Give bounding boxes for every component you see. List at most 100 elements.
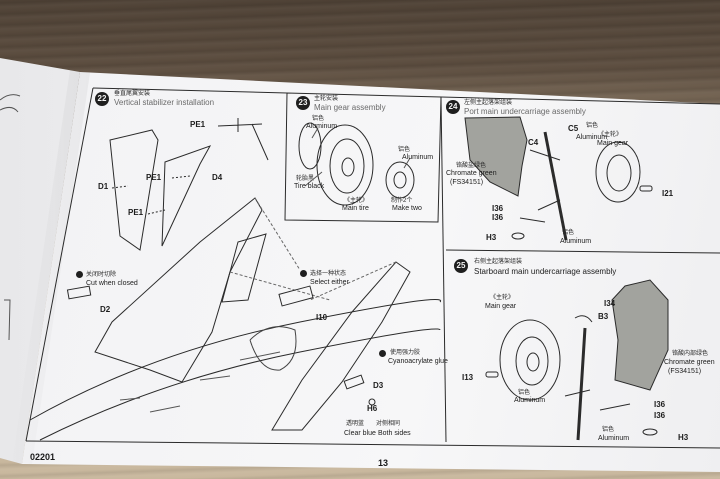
label-b3: B3 (598, 312, 609, 321)
step23-leader-lines (304, 127, 411, 187)
tire-black-en: Tire black (294, 183, 325, 190)
step23-title-en: Main gear assembly (314, 103, 386, 112)
step25-label-h3: H3 (678, 433, 689, 442)
step25-alu2-cn: 铝色 (602, 427, 615, 433)
step23-title-cn: 主轮安装 (314, 96, 339, 102)
glue-note-cn: 使用强力胶 (390, 350, 421, 356)
wheel-hub-right (385, 161, 415, 199)
step25-main-gear-cn: 《主轮》 (490, 295, 515, 301)
label-i21: I21 (662, 189, 674, 198)
step25-number: 25 (454, 259, 468, 273)
step24-title-en: Port main undercarriage assembly (464, 107, 586, 116)
starboard-main-wheel-hub (526, 352, 540, 372)
c5-alu-en: Aluminum (576, 134, 608, 141)
main-tire-en: Main tire (342, 205, 369, 212)
select-note-icon (300, 270, 307, 277)
label-h6: H6 (367, 404, 378, 413)
part-i21 (639, 185, 653, 192)
step24-main-gear-cn: 《主轮》 (598, 132, 623, 138)
step25-label-i36-b: I36 (654, 411, 666, 420)
label-i13: I13 (462, 373, 474, 382)
port-gear-strut-detail (519, 149, 561, 223)
frame-step23 (284, 92, 442, 223)
starboard-main-wheel-inner (515, 336, 549, 386)
cut-when-closed-part (66, 285, 92, 300)
frame-bottom (25, 440, 720, 449)
part-i13 (485, 371, 499, 378)
pe1-leader-lines (111, 175, 191, 215)
part-h3-port (511, 232, 525, 240)
port-main-wheel-inner (606, 154, 632, 192)
step23-number: 23 (296, 96, 310, 110)
step22-number: 22 (95, 92, 109, 106)
frame-divider-horizontal (445, 249, 720, 254)
page-number: 13 (378, 458, 389, 468)
step24-green-fs: (FS34151) (450, 179, 484, 186)
glue-note-en: Cyanoacrylate glue (388, 358, 448, 365)
select-note-en: Select either (310, 279, 349, 286)
step23-alu1-en: Aluminum (306, 123, 338, 130)
step24-green-en: Chromate green (446, 170, 497, 177)
label-d4: D4 (212, 173, 223, 182)
step24-alu-cn: 铝色 (562, 230, 575, 236)
step24-label-i36-a: I36 (492, 204, 504, 213)
main-tire-outer (316, 124, 374, 206)
step23-alu1-cn: 铝色 (312, 116, 325, 122)
assembly-guide-lines (229, 197, 397, 301)
label-d3: D3 (373, 381, 384, 390)
make-two-en: Make two (392, 205, 422, 212)
step24-label-h3: H3 (486, 233, 497, 242)
label-d1: D1 (98, 182, 109, 191)
label-i10: I10 (316, 313, 328, 322)
step22-title-en: Vertical stabilizer installation (114, 98, 215, 107)
both-sides-cn: 对侧相同 (376, 421, 401, 427)
fuselage-outline (29, 299, 442, 441)
cut-note-en: Cut when closed (86, 280, 138, 287)
step24-title-cn: 左侧主起落架组装 (464, 100, 513, 106)
cut-note-icon (76, 271, 83, 278)
port-gear-strut (543, 131, 568, 241)
clear-blue-en: Clear blue (344, 430, 376, 437)
starboard-main-wheel (499, 319, 561, 401)
starboard-gear-door (611, 279, 669, 391)
vertical-fin-upper (221, 233, 267, 303)
label-c4: C4 (528, 138, 539, 147)
step25-alu1-en: Aluminum (514, 397, 546, 404)
pe1-top-part (217, 118, 269, 161)
step24-label-i36-b: I36 (492, 213, 504, 222)
port-gear-door (464, 116, 528, 197)
label-pe1-low: PE1 (128, 208, 144, 217)
part-h6 (368, 398, 376, 406)
part-h3-starboard (642, 428, 658, 436)
label-pe1-top: PE1 (190, 120, 206, 129)
clear-blue-cn: 透明蓝 (346, 421, 365, 427)
step24-number: 24 (446, 100, 460, 114)
step24-main-gear-en: Main gear (597, 140, 629, 147)
port-main-wheel (595, 141, 641, 203)
stabilizer-part-d4 (161, 145, 212, 247)
label-c5: C5 (568, 124, 579, 133)
fuselage-panel-lines (119, 351, 281, 413)
step25-title-en: Starboard main undercarriage assembly (474, 267, 617, 276)
part-i10 (278, 285, 314, 307)
step25-alu2-en: Aluminum (598, 435, 630, 442)
step25-label-i36-a: I36 (654, 400, 666, 409)
label-pe1-mid: PE1 (146, 173, 162, 182)
step25-green-fs: (FS34151) (668, 368, 702, 375)
step22-title-cn: 垂直尾翼安装 (114, 91, 151, 97)
vertical-fin-d2 (94, 197, 263, 383)
frame-left (25, 87, 94, 442)
label-i34: I34 (604, 299, 616, 308)
step23-alu2-en: Aluminum (402, 154, 434, 161)
main-tire-inner (329, 138, 365, 194)
stabilizer-part-d1 (109, 129, 159, 251)
cut-note-cn: 关闭时切除 (86, 272, 117, 278)
frame-top-22 (92, 87, 288, 94)
frame-top-24 (440, 96, 720, 105)
part-d3 (343, 374, 365, 390)
step25-green-cn: 铬酸内部绿色 (672, 351, 709, 357)
fuselage-detail-engine (249, 326, 297, 371)
catalog-number: 02201 (30, 452, 56, 462)
vertical-fin-d3 (271, 261, 411, 431)
